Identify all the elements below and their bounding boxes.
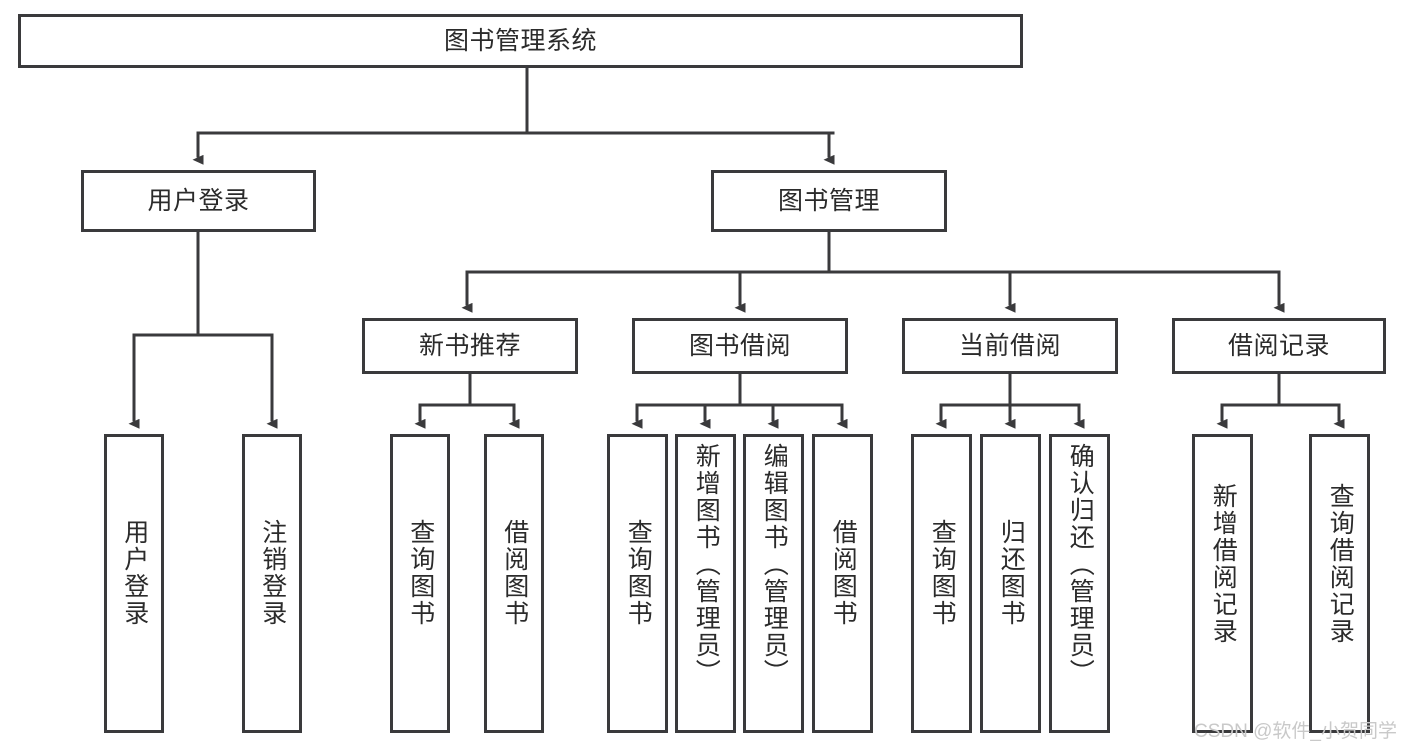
node-label: 用户登录 bbox=[120, 519, 149, 627]
node-label: 查询图书 bbox=[928, 519, 957, 627]
leaf-return-book[interactable]: 归还图书 bbox=[980, 434, 1041, 733]
leaf-borrow-book[interactable]: 借阅图书 bbox=[812, 434, 873, 733]
node-label: 编辑图书（管理员） bbox=[760, 443, 789, 686]
node-book-management[interactable]: 图书管理 bbox=[711, 170, 947, 232]
node-label: 新增图书（管理员） bbox=[692, 443, 721, 686]
node-label: 借阅记录 bbox=[1227, 331, 1330, 360]
node-label: 新书推荐 bbox=[418, 331, 521, 360]
leaf-add-book-admin[interactable]: 新增图书（管理员） bbox=[675, 434, 736, 733]
leaf-query-book-current[interactable]: 查询图书 bbox=[911, 434, 972, 733]
leaf-borrow-book-recommend[interactable]: 借阅图书 bbox=[484, 434, 544, 733]
node-label: 图书管理 bbox=[777, 186, 880, 215]
node-book-borrow[interactable]: 图书借阅 bbox=[632, 318, 848, 374]
leaf-query-borrow-record[interactable]: 查询借阅记录 bbox=[1309, 434, 1370, 733]
node-label: 确认归还（管理员） bbox=[1066, 443, 1095, 686]
node-label: 注销登录 bbox=[258, 519, 287, 627]
node-label: 图书借阅 bbox=[688, 331, 791, 360]
leaf-confirm-return-admin[interactable]: 确认归还（管理员） bbox=[1049, 434, 1110, 733]
leaf-edit-book-admin[interactable]: 编辑图书（管理员） bbox=[743, 434, 804, 733]
node-label: 查询借阅记录 bbox=[1326, 483, 1355, 645]
node-root-system[interactable]: 图书管理系统 bbox=[18, 14, 1023, 68]
leaf-logout[interactable]: 注销登录 bbox=[242, 434, 302, 733]
watermark-text: CSDN @软件_小贺同学 bbox=[1194, 721, 1397, 742]
leaf-user-login[interactable]: 用户登录 bbox=[104, 434, 164, 733]
leaf-add-borrow-record[interactable]: 新增借阅记录 bbox=[1192, 434, 1253, 733]
node-label: 借阅图书 bbox=[829, 519, 858, 627]
node-label: 查询图书 bbox=[624, 519, 653, 627]
node-current-borrow[interactable]: 当前借阅 bbox=[902, 318, 1118, 374]
node-label: 新增借阅记录 bbox=[1209, 483, 1238, 645]
node-label: 图书管理系统 bbox=[443, 26, 597, 55]
node-new-book-recommend[interactable]: 新书推荐 bbox=[362, 318, 578, 374]
leaf-query-book-recommend[interactable]: 查询图书 bbox=[390, 434, 450, 733]
node-label: 借阅图书 bbox=[500, 519, 529, 627]
node-borrow-records[interactable]: 借阅记录 bbox=[1172, 318, 1386, 374]
node-label: 用户登录 bbox=[147, 186, 250, 215]
leaf-query-book-borrow[interactable]: 查询图书 bbox=[607, 434, 668, 733]
node-user-login[interactable]: 用户登录 bbox=[81, 170, 316, 232]
node-label: 归还图书 bbox=[997, 519, 1026, 627]
node-label: 查询图书 bbox=[406, 519, 435, 627]
node-label: 当前借阅 bbox=[958, 331, 1061, 360]
